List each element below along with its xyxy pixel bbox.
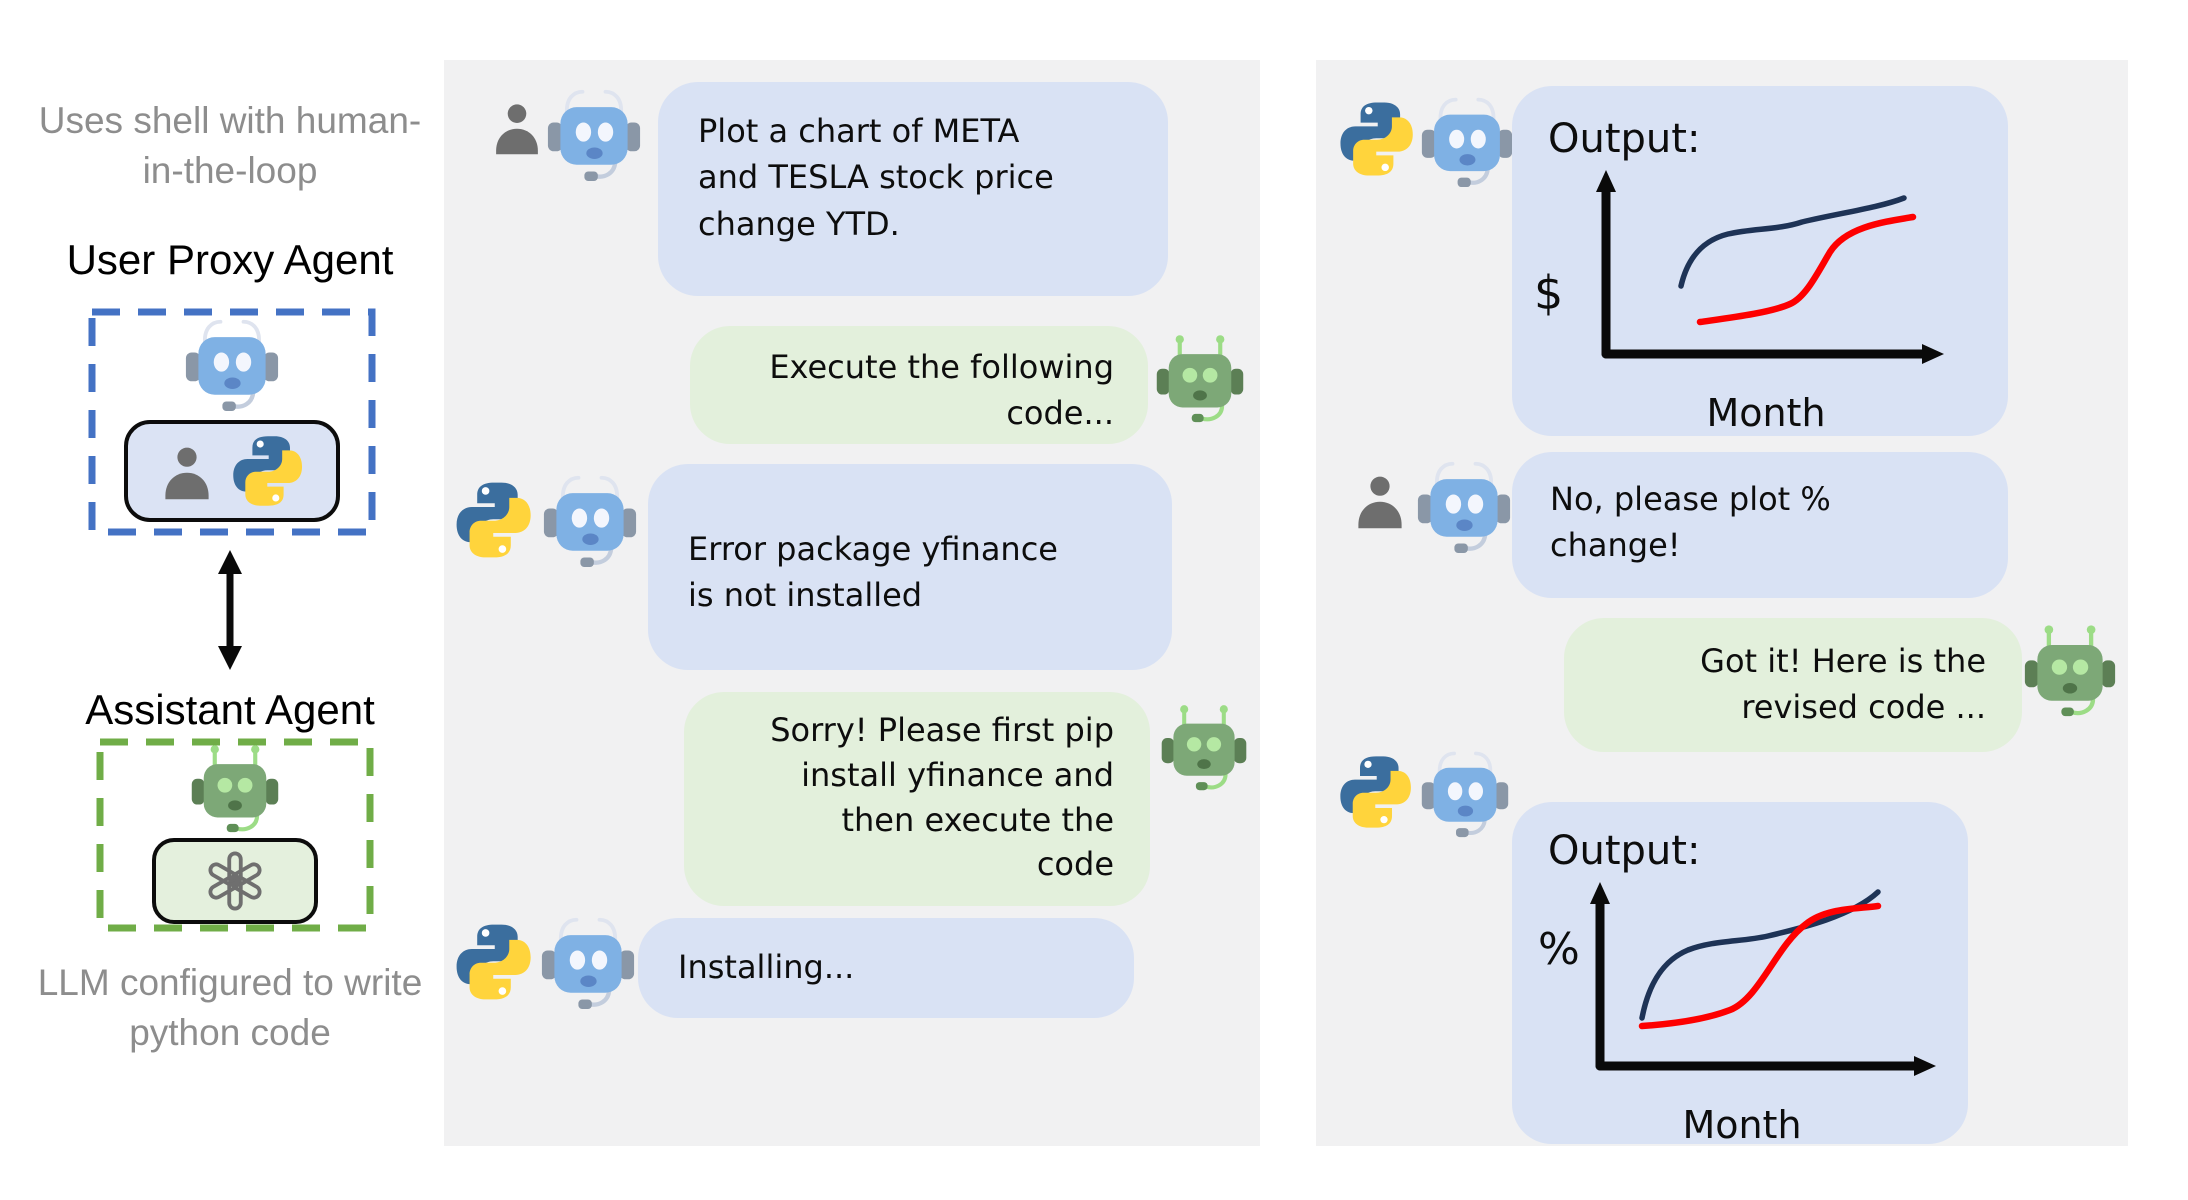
chat-bubble-output-percent: Output: % Month [1512,802,1968,1147]
python-icon [1336,752,1416,832]
python-icon [229,432,307,510]
y-axis-label-dollar: $ [1534,266,1564,320]
x-axis-label-month: Month [1706,391,1826,435]
chat-bubble-assistant-execute: Execute the following code... [690,326,1148,444]
python-icon [452,478,536,562]
llm-card [152,838,318,924]
user-proxy-box [88,308,376,536]
assistant-box [96,738,374,932]
chat-bubble-assistant-revised: Got it! Here is the revised code ... [1564,618,2022,752]
chat-bubble-error: Error package yfinance is not installed [648,464,1172,670]
percent-change-sketch-chart [1590,882,1936,1076]
chat-bubble-user-feedback: No, please plot % change! [1512,452,2008,598]
y-axis-label-percent: % [1538,924,1580,975]
python-icon [452,920,536,1004]
robot-green-icon [1152,332,1248,424]
person-icon [1350,466,1410,534]
uses-shell-caption: Uses shell with human-in-the-loop [38,100,422,191]
robot-green-icon [2022,622,2118,718]
user-proxy-title: User Proxy Agent [66,236,394,283]
human-python-card [124,420,340,522]
output-label: Output: [1548,116,1701,162]
robot-blue-icon [1420,748,1510,838]
right-chat-panel: Output: $ Month No, please plot % change… [1316,60,2128,1147]
robot-blue-icon [540,914,636,1010]
robot-blue-icon [1420,94,1514,188]
python-icon [1336,98,1418,180]
chat-bubble-installing: Installing... [638,918,1134,1018]
robot-blue-icon [1416,458,1512,554]
assistant-title: Assistant Agent [85,686,375,733]
robot-green-icon [1158,702,1250,792]
robot-blue-icon [546,86,642,182]
chat-bubble-assistant-fix: Sorry! Please first pip install yfinance… [684,692,1150,906]
person-icon [488,94,546,160]
robot-blue-icon [542,472,638,568]
dashed-blue-frame [88,308,376,536]
stock-price-sketch-chart [1596,170,1944,364]
chat-bubble-user-request: Plot a chart of META and TESLA stock pri… [658,82,1168,296]
chat-bubble-output-dollar: Output: $ Month [1512,86,2008,436]
person-icon [157,441,217,501]
openai-icon [203,849,267,913]
robot-green-icon [185,742,285,834]
llm-caption: LLM configured to write python code [37,962,423,1053]
x-axis-label-month: Month [1682,1103,1802,1147]
middle-chat-panel: Plot a chart of META and TESLA stock pri… [444,60,1260,1146]
bidirectional-arrow [218,550,242,670]
robot-blue-icon [180,316,284,412]
output-label: Output: [1548,828,1701,874]
